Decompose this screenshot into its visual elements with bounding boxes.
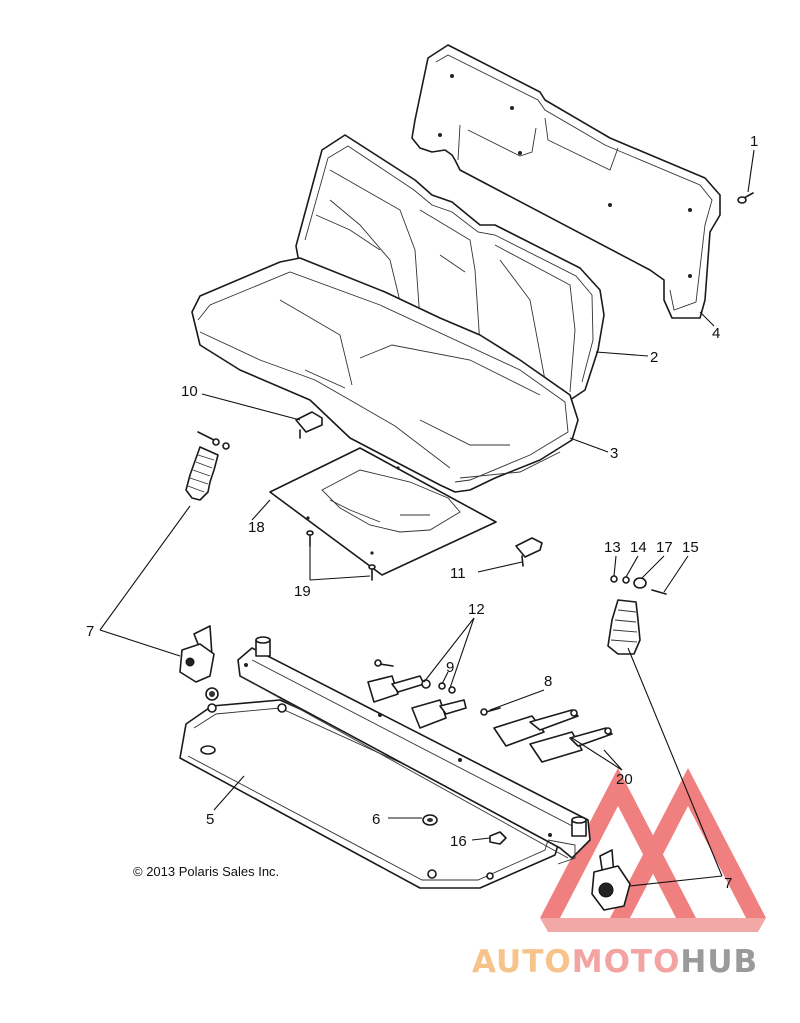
part-8-bolt (480, 707, 501, 716)
callout-7-right: 7 (724, 875, 732, 892)
watermark-wordmark: AUTOMOTOHUB (472, 944, 758, 980)
callout-7-left: 7 (86, 623, 94, 640)
watermark-logo-triangle (540, 768, 766, 932)
frame-grommets (277, 703, 494, 880)
part-3-seat-bottom-cushion (191, 257, 579, 493)
callout-2: 2 (650, 349, 658, 366)
part-2-seat-back-cushion (295, 134, 605, 401)
callout-16: 16 (450, 833, 467, 850)
part-4-seat-back-panel (411, 44, 721, 319)
part-1-screw (737, 192, 754, 204)
callout-6: 6 (372, 811, 380, 828)
callout-10: 10 (181, 383, 198, 400)
part-20-latch-plates (493, 709, 613, 763)
part-7-retractor-left (179, 625, 219, 701)
part-11-clip (515, 537, 543, 567)
watermark-auto: AUTO (472, 944, 572, 980)
part-7-seat-belt-spring-left (185, 431, 230, 501)
callout-13: 13 (604, 539, 621, 556)
callout-17: 17 (656, 539, 673, 556)
leader-lines (99, 149, 755, 887)
part-6-grommet (422, 814, 438, 826)
part-19-screws (306, 530, 376, 581)
callout-4: 4 (712, 325, 720, 342)
part-16-nut (489, 831, 507, 845)
callout-15: 15 (682, 539, 699, 556)
callout-labels: 1 4 2 3 10 18 19 11 13 14 17 15 7 12 9 8… (86, 133, 758, 892)
part-12-buckles (367, 659, 467, 729)
part-7-retractor-right (591, 849, 631, 911)
watermark-moto: MOTO (571, 944, 681, 980)
seat-support-bar (237, 636, 591, 865)
callout-12: 12 (468, 601, 485, 618)
callout-8: 8 (544, 673, 552, 690)
callout-3: 3 (610, 445, 618, 462)
part-7-seat-belt-spring-right (607, 575, 667, 655)
part-18-seat-base-plate (269, 447, 497, 576)
callout-5: 5 (206, 811, 214, 828)
copyright-text: © 2013 Polaris Sales Inc. (133, 864, 280, 879)
callout-1: 1 (750, 133, 758, 150)
callout-18: 18 (248, 519, 265, 536)
part-10-clip (295, 411, 323, 439)
callout-20: 20 (616, 771, 633, 788)
callout-14: 14 (630, 539, 647, 556)
callout-11: 11 (450, 565, 466, 582)
callout-9: 9 (446, 659, 454, 676)
watermark-hub: HUB (680, 944, 759, 980)
callout-19: 19 (294, 583, 311, 600)
